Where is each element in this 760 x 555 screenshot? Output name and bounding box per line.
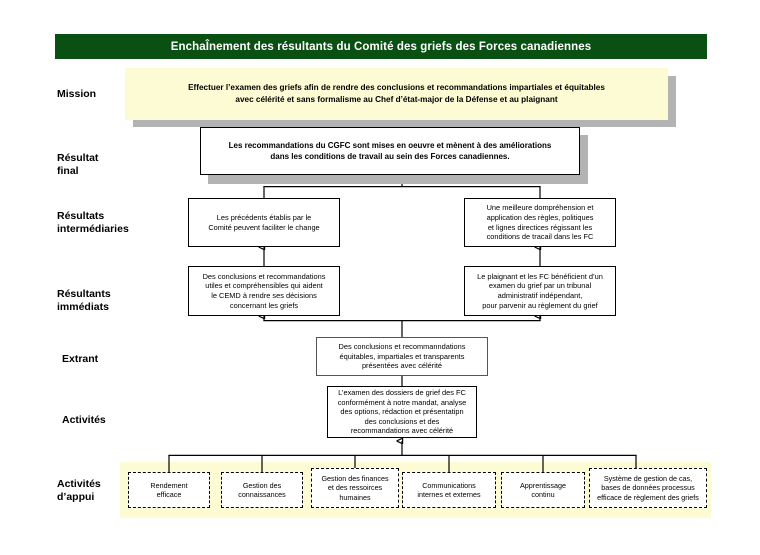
final-result-shadow-bottom [208,175,588,184]
support-activity-text-apprentissage-continu: Apprentissage continu [520,480,566,499]
intermediate-result-text-precedents: Les précédents établis par le Comité peu… [208,212,320,232]
row-label-extrant: Extrant [62,353,99,365]
immediate-result-text-plaignant-tribunal: Le plaignant et les FC bénéficient d’un … [477,271,603,310]
activities-text: L’examen des dossiers de grief des FC co… [337,388,467,436]
support-activity-text-gestion-connaissances: Gestion des connaissances [238,480,286,499]
mission-text: Effectuer l’examen des griefs afin de re… [188,83,605,104]
intermediate-result-box-precedents: Les précédents établis par le Comité peu… [188,198,340,247]
support-activity-text-rendement-efficace: Rendement efficace [150,480,188,499]
immediate-result-box-conclusions-cemd: Des conclusions et recommandations utile… [188,266,340,316]
intermediate-result-text-comprehension: Une meilleure dompréhension et applicati… [486,203,594,242]
row-label-resultat-final: Résultat final [57,152,99,177]
mission-box: Effectuer l’examen des griefs afin de re… [125,68,668,120]
support-activity-text-systeme-gestion-cas: Système de gestion de cas, bases de donn… [597,473,699,502]
final-result-box: Les recommandations du CGFC sont mises e… [200,127,580,175]
row-label-activites-dappui: Activités d’appui [57,478,101,503]
support-activity-box-communications: Communications internes et externes [402,472,496,508]
activities-box: L’examen des dossiers de grief des FC co… [327,386,477,438]
support-activity-box-gestion-connaissances: Gestion des connaissances [221,472,303,508]
mission-shadow-right [668,76,676,127]
support-activity-box-rendement-efficace: Rendement efficace [128,472,210,508]
output-box: Des conclusions et recommanndations équi… [316,337,488,376]
row-label-activites: Activités [62,414,106,426]
final-result-shadow-right [580,135,588,183]
page-title: EnchaÎnement des résultants du Comité de… [170,40,592,53]
support-activity-box-apprentissage-continu: Apprentissage continu [501,472,585,508]
intermediate-result-box-comprehension: Une meilleure dompréhension et applicati… [464,198,616,247]
row-label-mission: Mission [57,88,97,100]
row-label-resultants-immediats: Résultants immédiats [57,288,111,313]
diagram-title-bar: EnchaÎnement des résultants du Comité de… [55,34,707,59]
immediate-result-text-conclusions-cemd: Des conclusions et recommandations utile… [202,271,326,310]
mission-shadow-bottom [133,118,676,127]
final-result-text: Les recommandations du CGFC sont mises e… [228,141,552,161]
support-activity-text-communications: Communications internes et externes [417,480,481,499]
support-activity-box-systeme-gestion-cas: Système de gestion de cas, bases de donn… [589,468,707,508]
immediate-result-box-plaignant-tribunal: Le plaignant et les FC bénéficient d’un … [464,266,616,316]
output-text: Des conclusions et recommanndations équi… [338,342,466,371]
row-label-resultats-intermediaires: Résultats intermédiaries [57,210,129,235]
support-activity-text-gestion-finances-rh: Gestion des finances et des ressoirces h… [321,473,389,502]
support-activity-box-gestion-finances-rh: Gestion des finances et des ressoirces h… [311,468,399,508]
